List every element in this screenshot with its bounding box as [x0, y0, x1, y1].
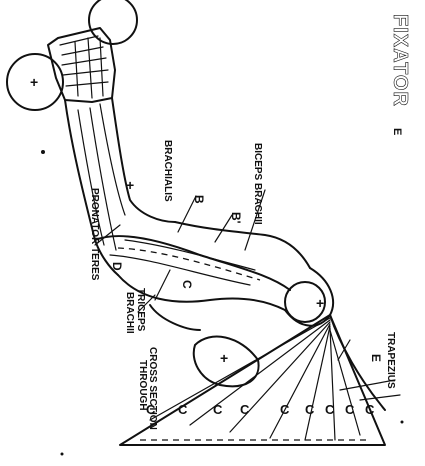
label-biceps-brachii: BICEPS BRACHII: [252, 143, 263, 225]
dot-mark: [41, 150, 45, 154]
marker-d: D: [110, 262, 124, 271]
trapezius-fan: [120, 315, 400, 445]
title-suffix: E: [391, 128, 403, 135]
leader-lines: [95, 190, 350, 360]
c-mark: C: [345, 402, 355, 417]
marker-c: C: [180, 280, 194, 289]
label-trapezius: TRAPEZIUS: [385, 332, 396, 389]
pivot-symbol-elbow-lower: +: [220, 350, 228, 366]
elbow-lower: +: [150, 305, 259, 386]
label-triceps-line2: BRACHII: [124, 292, 135, 334]
dot-mark: [401, 421, 404, 424]
pivot-symbol-shoulder: +: [316, 295, 324, 311]
pivot-symbol-hand: +: [30, 74, 38, 90]
c-mark: C: [240, 402, 250, 417]
marker-b: B: [192, 195, 206, 204]
c-mark: C: [365, 402, 375, 417]
title: FIXATOR: [389, 14, 411, 107]
marker-e: E: [369, 354, 383, 362]
label-triceps-line1: TRICEPS: [135, 288, 146, 332]
pivot-symbol-elbow-upper: +: [126, 177, 134, 193]
c-mark: C: [280, 402, 290, 417]
weight-disc-left: +: [7, 54, 63, 110]
c-mark: C: [325, 402, 335, 417]
label-brachialis: BRACHIALIS: [162, 140, 173, 202]
label-pronator-teres: PRONATOR TERES: [89, 188, 100, 281]
c-mark: C: [178, 402, 188, 417]
label-cross-section-line2: THROUGH: [137, 360, 148, 411]
c-mark: C: [213, 402, 223, 417]
weight-disc-top: [89, 0, 137, 44]
dot-mark: [61, 453, 64, 456]
c-mark: C: [305, 402, 315, 417]
bottom-c-marks: C C C C C C C C C: [146, 402, 375, 417]
marker-b-prime: B': [229, 212, 243, 224]
